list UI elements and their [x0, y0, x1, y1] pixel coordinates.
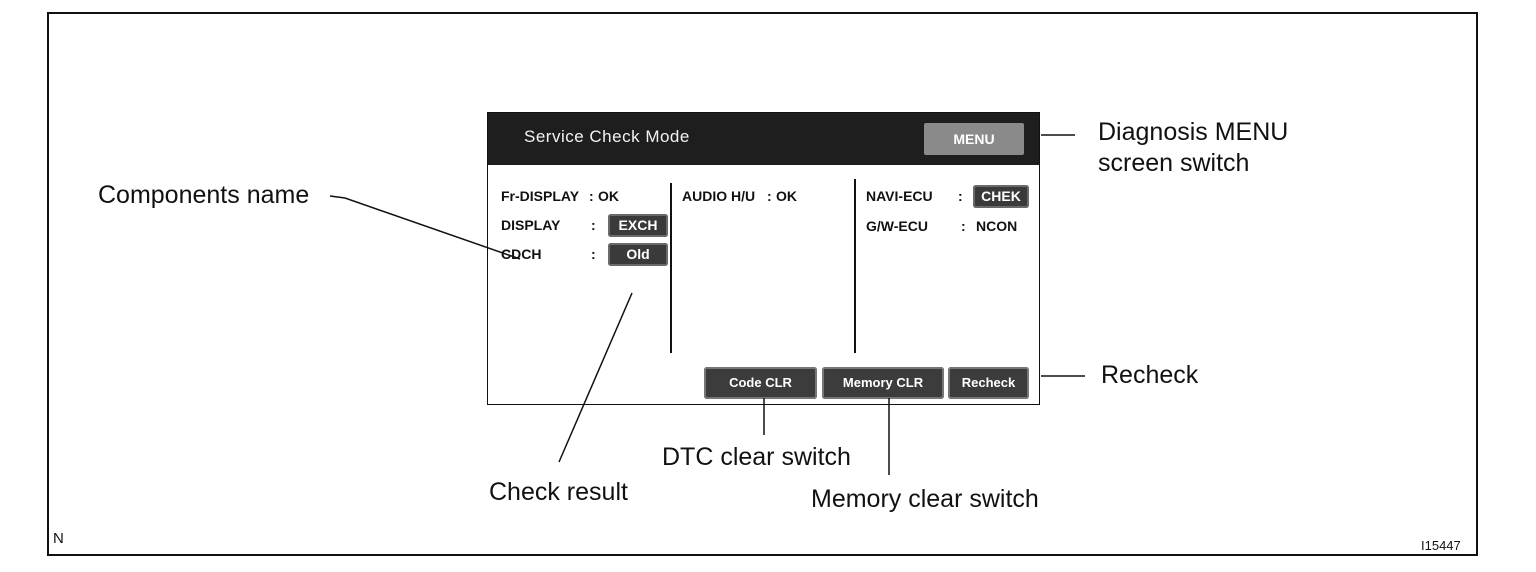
component-name-fr-display: Fr-DISPLAY	[501, 188, 580, 204]
column-divider-2	[854, 179, 856, 353]
check-result-display[interactable]: EXCH	[608, 214, 668, 237]
check-result-cdch[interactable]: Old	[608, 243, 668, 266]
callout-recheck: Recheck	[1101, 361, 1199, 389]
separator: :	[767, 188, 772, 204]
callout-dtc-clear: DTC clear switch	[662, 443, 851, 471]
check-result-gw-ecu: NCON	[976, 218, 1018, 234]
figure-id: I15447	[1421, 538, 1461, 553]
separator: :	[958, 188, 963, 204]
recheck-button[interactable]: Recheck	[948, 367, 1029, 399]
check-result-navi-ecu[interactable]: CHEK	[973, 185, 1029, 208]
separator: :	[591, 246, 596, 262]
column-divider-1	[670, 183, 672, 353]
leader-components-name	[329, 195, 521, 260]
separator: :	[589, 188, 594, 204]
component-name-audio-hu: AUDIO H/U	[682, 188, 756, 204]
check-result-fr-display: OK	[598, 188, 619, 204]
check-result-audio-hu: OK	[776, 188, 797, 204]
callout-diagnosis-menu-line2: screen switch	[1098, 149, 1250, 177]
component-name-cdch: CDCH	[501, 246, 542, 262]
menu-button[interactable]: MENU	[924, 123, 1024, 155]
corner-label: N	[53, 530, 64, 547]
component-name-display: DISPLAY	[501, 217, 561, 233]
leader-check-result	[558, 292, 633, 463]
callout-diagnosis-menu-line1: Diagnosis MENU	[1098, 118, 1289, 146]
component-name-gw-ecu: G/W-ECU	[866, 218, 928, 234]
code-clr-button[interactable]: Code CLR	[704, 367, 817, 399]
callout-check-result: Check result	[489, 478, 628, 506]
screen-header: Service Check Mode MENU	[488, 113, 1039, 165]
separator: :	[961, 218, 966, 234]
screen-title: Service Check Mode	[524, 127, 690, 146]
memory-clr-button[interactable]: Memory CLR	[822, 367, 944, 399]
component-name-navi-ecu: NAVI-ECU	[866, 188, 933, 204]
callout-memory-clear: Memory clear switch	[811, 485, 1039, 513]
separator: :	[591, 217, 596, 233]
figure-frame	[47, 12, 1478, 556]
callout-components-name: Components name	[98, 181, 310, 209]
